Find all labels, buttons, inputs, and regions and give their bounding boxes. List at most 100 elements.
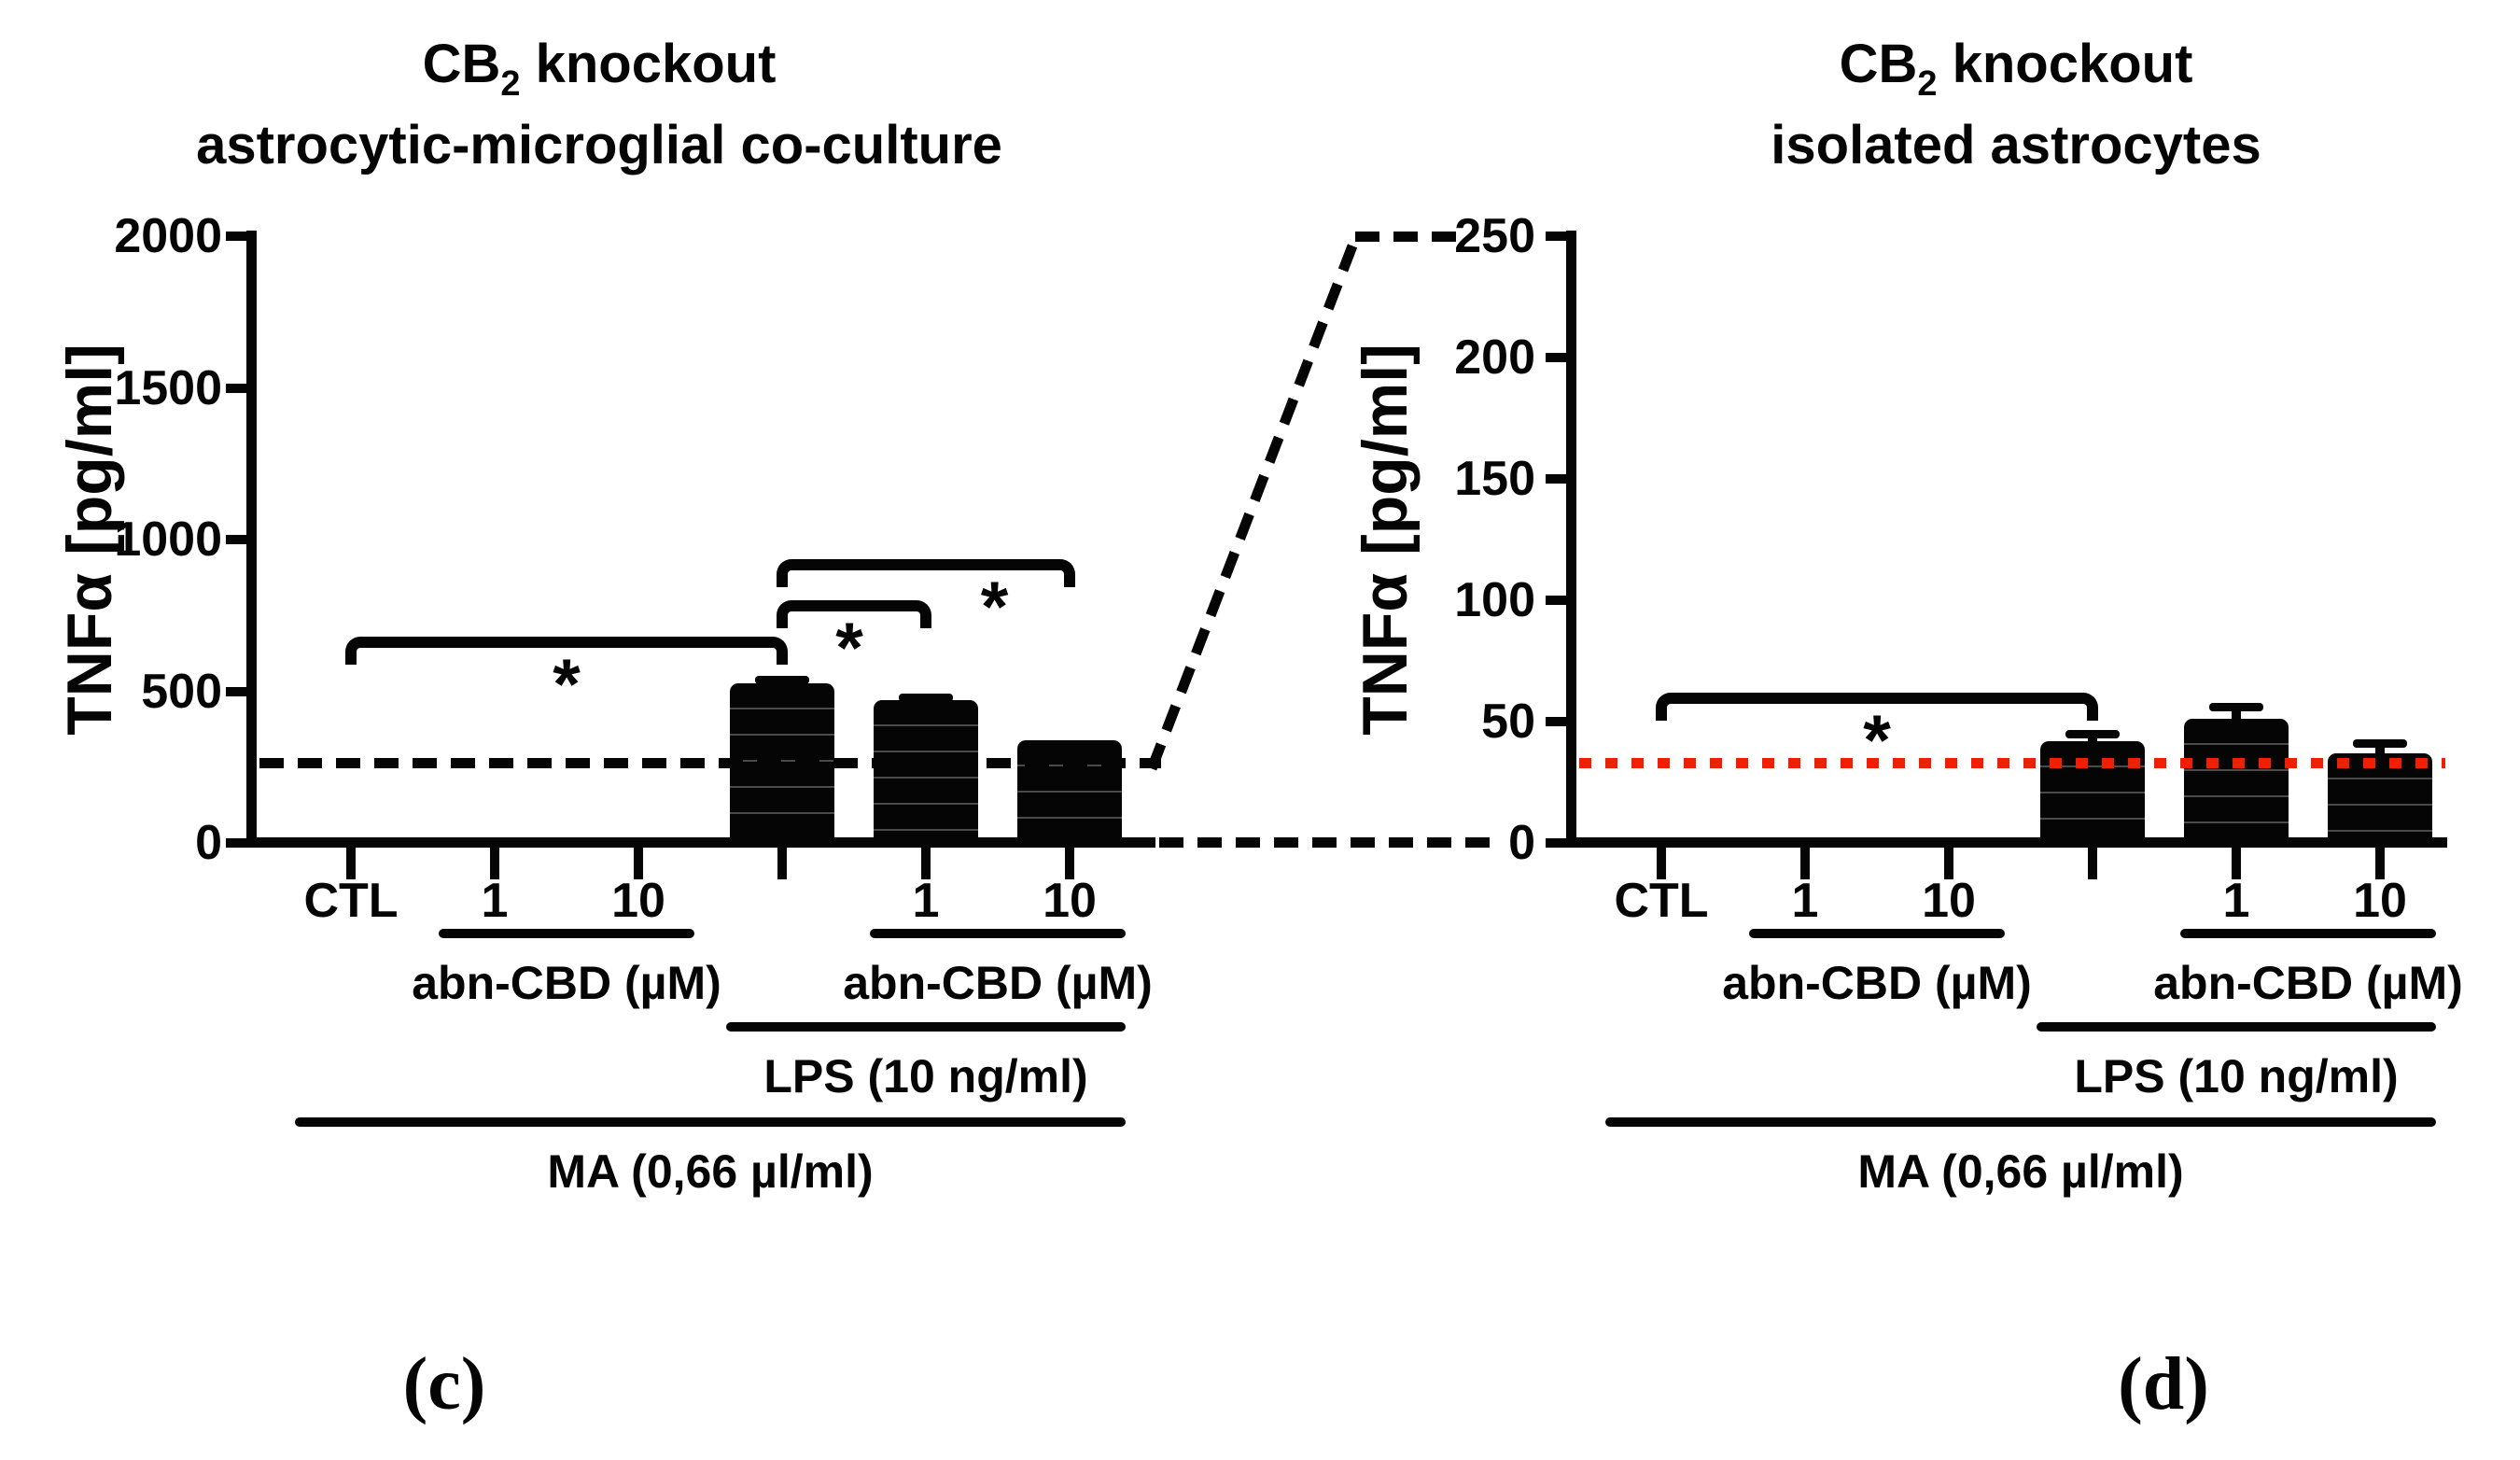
y-tick xyxy=(1546,838,1566,848)
error-bar-cap xyxy=(899,694,953,702)
category-label: CTL xyxy=(1614,874,1709,928)
y-axis-line xyxy=(1566,231,1576,848)
y-tick xyxy=(226,535,246,544)
x-tick xyxy=(2232,848,2241,879)
category-label: 10 xyxy=(611,874,665,928)
group-label: abn-CBD (µM) xyxy=(1722,957,2032,1009)
y-tick-label: 50 xyxy=(1481,695,1535,749)
significance-star: * xyxy=(835,609,863,688)
y-tick-label: 0 xyxy=(195,816,222,870)
group-underline xyxy=(2180,929,2436,938)
reference-line-dashed xyxy=(259,757,1161,768)
group-underline xyxy=(1605,1117,2436,1127)
error-bar-cap xyxy=(755,676,809,685)
category-label: 1 xyxy=(2222,874,2250,928)
significance-star: * xyxy=(553,645,581,724)
significance-star: * xyxy=(980,568,1009,648)
group-underline xyxy=(1749,929,2005,938)
error-bar-cap xyxy=(2353,739,2407,749)
group-label: MA (0,66 µl/ml) xyxy=(547,1145,874,1198)
y-tick-label: 250 xyxy=(1454,209,1535,263)
y-axis-line xyxy=(246,231,257,848)
zoom-connector-diagonal xyxy=(1146,235,1361,771)
x-tick xyxy=(2088,848,2097,879)
group-label: LPS (10 ng/ml) xyxy=(2074,1050,2399,1102)
y-tick-label: 1000 xyxy=(114,512,222,567)
group-label: LPS (10 ng/ml) xyxy=(763,1050,1088,1102)
x-tick xyxy=(1800,848,1810,879)
group-label: abn-CBD (µM) xyxy=(2153,957,2463,1009)
x-tick xyxy=(346,848,356,879)
panel-d-corner-label: (d) xyxy=(2118,1343,2209,1425)
group-label: abn-CBD (µM) xyxy=(412,957,721,1009)
y-tick-label: 200 xyxy=(1454,330,1535,385)
y-tick xyxy=(1546,353,1566,362)
panel-d-title: CB2 knockout isolated astrocytes xyxy=(1549,34,2483,176)
x-tick xyxy=(2375,848,2385,879)
y-tick-label: 150 xyxy=(1454,452,1535,506)
x-tick xyxy=(777,848,787,879)
category-label: 1 xyxy=(481,874,509,928)
x-tick xyxy=(1065,848,1074,879)
y-tick xyxy=(226,686,246,696)
x-tick xyxy=(490,848,499,879)
group-underline xyxy=(439,929,694,938)
category-label: 10 xyxy=(1922,874,1976,928)
error-bar-cap xyxy=(2209,703,2263,712)
x-axis-line xyxy=(246,837,1155,848)
bar xyxy=(2328,752,2432,848)
subscript-2: 2 xyxy=(1917,64,1938,104)
panel-c-corner-label: (c) xyxy=(402,1343,486,1425)
panel-d-title-line2: isolated astrocytes xyxy=(1771,115,2261,175)
significance-bracket xyxy=(345,637,788,665)
bar xyxy=(2040,740,2145,848)
significance-bracket xyxy=(777,600,931,628)
group-label: abn-CBD (µM) xyxy=(843,957,1153,1009)
x-tick xyxy=(921,848,931,879)
group-underline xyxy=(295,1117,1126,1127)
bar xyxy=(1017,739,1122,848)
group-underline xyxy=(2037,1022,2436,1032)
y-tick xyxy=(226,383,246,393)
y-tick xyxy=(1546,717,1566,726)
group-underline xyxy=(726,1022,1126,1032)
y-tick-label: 100 xyxy=(1454,573,1535,627)
panel-d-y-axis-label: TNFα [pg/ml] xyxy=(1350,344,1421,736)
category-label: 1 xyxy=(912,874,940,928)
category-label: 10 xyxy=(2353,874,2407,928)
error-bar-cap xyxy=(2065,730,2120,738)
x-axis-line xyxy=(1566,837,2447,848)
zoom-connector-top-segment xyxy=(1355,232,1462,242)
category-label: 1 xyxy=(1791,874,1819,928)
zoom-connector-bottom-segment xyxy=(1159,837,1495,848)
error-bar-stem xyxy=(2232,707,2241,723)
reference-line-dotted xyxy=(1579,758,2445,769)
y-tick-label: 500 xyxy=(141,664,222,719)
category-label: 10 xyxy=(1043,874,1097,928)
error-bar-stem xyxy=(2088,734,2097,745)
y-tick-label: 2000 xyxy=(114,209,222,263)
significance-star: * xyxy=(1863,700,1891,780)
panel-c-title-line1: CB2 knockout xyxy=(422,34,777,104)
group-underline xyxy=(870,929,1126,938)
y-tick xyxy=(1546,232,1566,241)
y-tick-label: 1500 xyxy=(114,360,222,415)
bar xyxy=(2184,719,2289,848)
panel-d-title-line1: CB2 knockout xyxy=(1839,34,2193,104)
subscript-2: 2 xyxy=(500,64,521,104)
category-label: CTL xyxy=(303,874,399,928)
y-tick xyxy=(1546,596,1566,605)
y-tick xyxy=(1546,474,1566,484)
y-tick xyxy=(226,232,246,241)
panel-c-title-line2: astrocytic-microglial co-culture xyxy=(196,115,1002,175)
y-tick xyxy=(226,838,246,848)
y-tick-label: 0 xyxy=(1508,816,1535,870)
panel-c-title: CB2 knockout astrocytic-microglial co-cu… xyxy=(133,34,1066,176)
x-tick xyxy=(1944,848,1953,879)
significance-bracket xyxy=(777,559,1075,588)
x-tick xyxy=(1657,848,1666,879)
bar xyxy=(874,700,978,848)
significance-bracket xyxy=(1656,692,2098,721)
x-tick xyxy=(634,848,643,879)
